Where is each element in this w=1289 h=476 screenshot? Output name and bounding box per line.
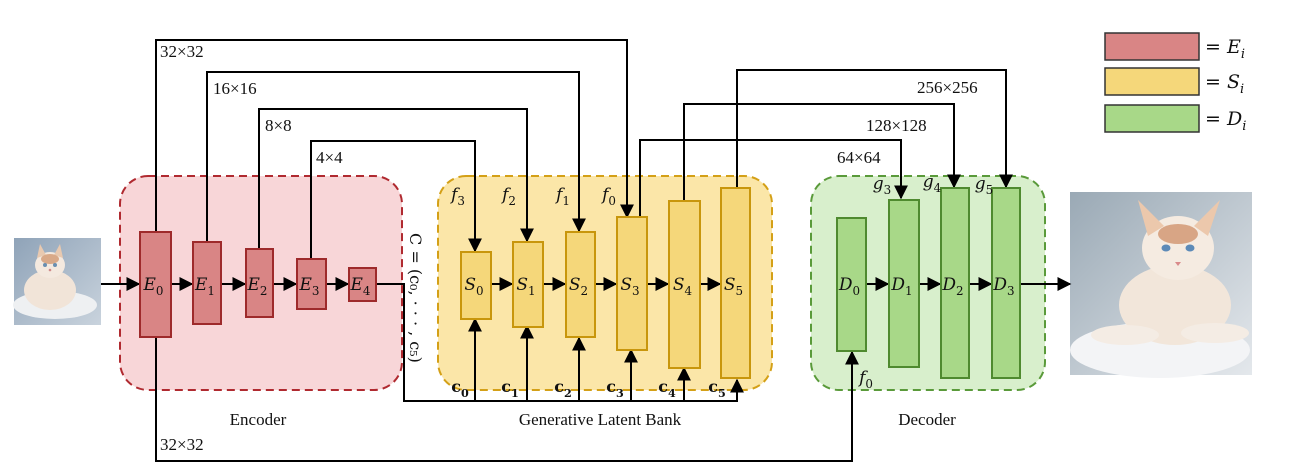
skip-connections <box>101 39 1072 462</box>
legend: = Ei = Si = Di <box>1104 32 1246 134</box>
res-dec-256: 256×256 <box>917 78 978 97</box>
latent-block-label-1: S1 <box>516 275 535 298</box>
encoder-block-4 <box>348 267 377 302</box>
latent-block-label-0: S0 <box>464 275 483 298</box>
decoder-caption: Decoder <box>898 410 956 429</box>
labels: 32×32 16×16 8×8 4×4 32×32 256×256 128×12… <box>160 42 993 454</box>
latent-code-2: c2 <box>554 377 572 400</box>
legend-swatch-0 <box>1104 32 1200 61</box>
feature-label-f-0: f3 <box>449 185 465 208</box>
latent-block-5 <box>720 187 751 379</box>
feature-label-g-1: g4 <box>923 172 941 195</box>
decoder-block-label-0: D0 <box>838 275 860 298</box>
latent-code-0: c0 <box>451 377 469 400</box>
encoder-block-label-0: E0 <box>143 275 164 298</box>
latent-block-0 <box>460 251 492 320</box>
legend-label-2: = Di <box>1205 108 1246 134</box>
feature-label-f-3: f0 <box>600 185 616 208</box>
decoder-block-label-2: D2 <box>941 275 963 298</box>
decoder-block-0 <box>836 217 867 352</box>
latent-block-3 <box>616 216 648 351</box>
res-dec-64: 64×64 <box>837 148 881 167</box>
latent-block-2 <box>565 231 596 338</box>
res-enc-4: 4×4 <box>316 148 343 167</box>
legend-swatch-1 <box>1104 67 1200 96</box>
encoder-block-3 <box>296 258 327 310</box>
input-image <box>13 238 101 325</box>
blocks: E0 E1 E2 E3 E4 S0 S1 S2 S3 S4 S5 D0 D1 D2 D3 <box>139 187 1021 379</box>
decoder-block-2 <box>940 187 970 379</box>
latent-block-label-3: S3 <box>620 275 639 298</box>
latent-code-5: c5 <box>708 377 726 400</box>
encoder-block-0 <box>139 231 172 338</box>
res-enc-8: 8×8 <box>265 116 292 135</box>
latent-block-label-4: S4 <box>673 275 692 298</box>
output-image <box>1070 192 1252 378</box>
latent-block-label-5: S5 <box>724 275 743 298</box>
feature-label-f-2: f1 <box>554 185 570 208</box>
encoder-block-label-2: E2 <box>247 275 268 298</box>
code-set-label: C = (c₀, · · · , c₅) <box>406 233 425 363</box>
decoder-input-label: f0 <box>857 368 873 391</box>
encoder-caption: Encoder <box>230 410 287 429</box>
encoder-block-1 <box>192 241 222 325</box>
decoder-block-1 <box>888 199 920 368</box>
decoder-block-label-3: D3 <box>992 275 1014 298</box>
latent-block-4 <box>668 200 701 369</box>
legend-swatch-2 <box>1104 104 1200 133</box>
latent-block-label-2: S2 <box>569 275 588 298</box>
latent-block-1 <box>512 241 544 328</box>
latent-code-3: c3 <box>606 377 624 400</box>
encoder-block-label-1: E1 <box>194 275 215 298</box>
latent-code-1: c1 <box>501 377 519 400</box>
feature-label-f-1: f2 <box>500 185 516 208</box>
res-dec-128: 128×128 <box>866 116 927 135</box>
encoder-block-label-3: E3 <box>299 275 320 298</box>
res-enc-32-top: 32×32 <box>160 42 204 61</box>
decoder-block-label-1: D1 <box>890 275 912 298</box>
res-enc-32-bottom: 32×32 <box>160 435 204 454</box>
feature-label-g-2: g5 <box>975 174 993 197</box>
legend-label-1: = Si <box>1205 71 1244 97</box>
legend-label-0: = Ei <box>1205 36 1245 62</box>
decoder-block-3 <box>991 187 1021 379</box>
latent-code-4: c4 <box>658 377 676 400</box>
res-enc-16: 16×16 <box>213 79 257 98</box>
encoder-block-label-4: E4 <box>350 275 371 298</box>
feature-label-g-0: g3 <box>873 174 891 197</box>
latent-bank-caption: Generative Latent Bank <box>519 410 682 429</box>
encoder-block-2 <box>245 248 274 318</box>
